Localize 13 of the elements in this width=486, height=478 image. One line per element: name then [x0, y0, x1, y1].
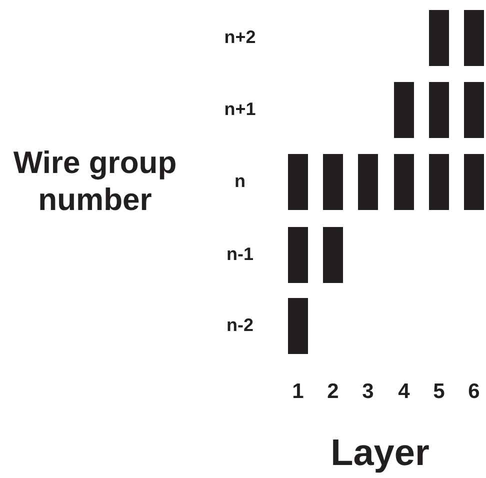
column-label: 4 — [397, 380, 411, 404]
column-label: 5 — [432, 380, 446, 404]
column-label: 3 — [361, 380, 375, 404]
column-label: 2 — [326, 380, 340, 404]
axis-title: Wire group number — [12, 144, 178, 218]
row-label: n+2 — [223, 27, 257, 48]
row-label: n-2 — [226, 315, 254, 336]
row-label: n+1 — [223, 99, 257, 120]
row-label: n-1 — [226, 244, 254, 265]
column-label: 1 — [291, 380, 305, 404]
column-label: 6 — [467, 380, 481, 404]
axis-title: Layer — [330, 432, 430, 474]
row-label: n — [234, 171, 246, 192]
